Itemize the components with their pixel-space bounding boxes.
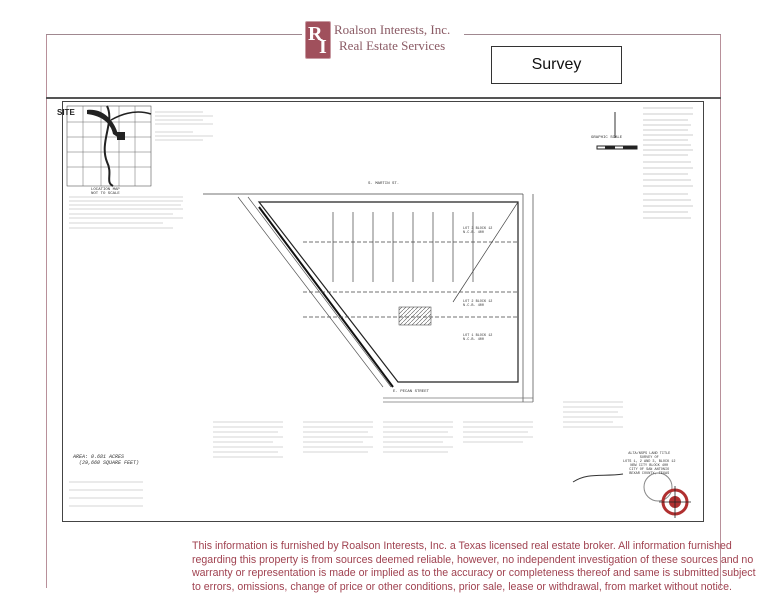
disclaimer-line: warranty or representation is made or im… <box>192 567 756 580</box>
disclaimer-line: to errors, omissions, change of price or… <box>192 580 732 593</box>
graphic-scale-bar <box>596 112 638 150</box>
site-label: SITE <box>57 108 75 117</box>
header-rule <box>46 34 302 35</box>
lot-2-label: LOT 2 BLOCK 12 N.C.B. 400 <box>463 300 493 308</box>
lot-3-label: LOT 3 BLOCK 12 N.C.B. 400 <box>463 227 493 235</box>
property-lines <box>203 193 534 403</box>
graphic-scale-label: GRAPHIC SCALE <box>591 136 623 140</box>
site-marker <box>117 132 125 140</box>
lot-1-label: LOT 1 BLOCK 12 N.C.B. 400 <box>463 334 493 342</box>
disclaimer-line: regarding this property is from sources … <box>192 553 754 566</box>
disclaimer-line: This information is furnished by Roalson… <box>192 540 732 552</box>
disclaimer: This information is furnished by Roalson… <box>192 540 756 594</box>
surveyor-seal <box>643 472 673 502</box>
company-name: Roalson Interests, Inc. <box>334 22 451 37</box>
surveyor-signature <box>572 473 624 483</box>
north-street-label: S. MARTIN ST. <box>368 182 400 186</box>
survey-notes <box>69 401 623 507</box>
legend <box>643 107 693 219</box>
company-name-block: Roalson Interests, Inc. Real Estate Serv… <box>334 22 450 54</box>
surveyor-company-logo <box>659 486 691 518</box>
site-arrow <box>87 109 119 138</box>
south-street-label: E. PECAN STREET <box>393 390 430 394</box>
company-tagline: Real Estate Services <box>339 38 446 53</box>
document-label: Survey <box>491 46 622 84</box>
page-border-right <box>720 34 721 588</box>
header-rule <box>464 34 721 35</box>
area-label: AREA: 0.681 ACRES(29,660 SQUARE FEET) <box>73 454 140 466</box>
building-hatch <box>398 306 432 326</box>
divider <box>46 97 721 99</box>
survey-plat <box>66 105 693 518</box>
page-border-left <box>46 34 47 588</box>
general-notes <box>69 111 213 229</box>
